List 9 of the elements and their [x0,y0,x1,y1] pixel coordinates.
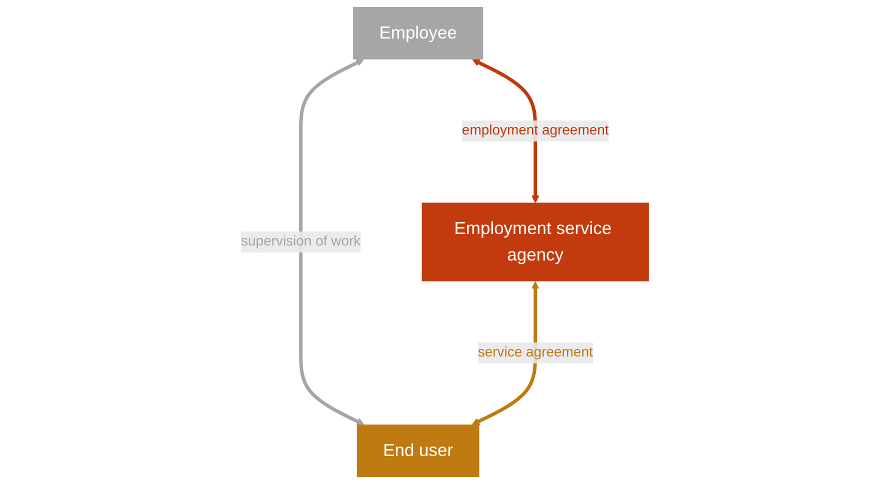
edge-label: supervision of work [240,234,360,249]
node-box: Employment service agency [421,202,648,282]
node-box: Employee [352,7,483,60]
node-box: End user [356,424,479,477]
arrow [472,59,539,204]
arrow [471,281,539,426]
arrow [298,59,364,426]
edge-label: employment agreement [461,123,608,138]
edge-label: service agreement [477,345,592,360]
